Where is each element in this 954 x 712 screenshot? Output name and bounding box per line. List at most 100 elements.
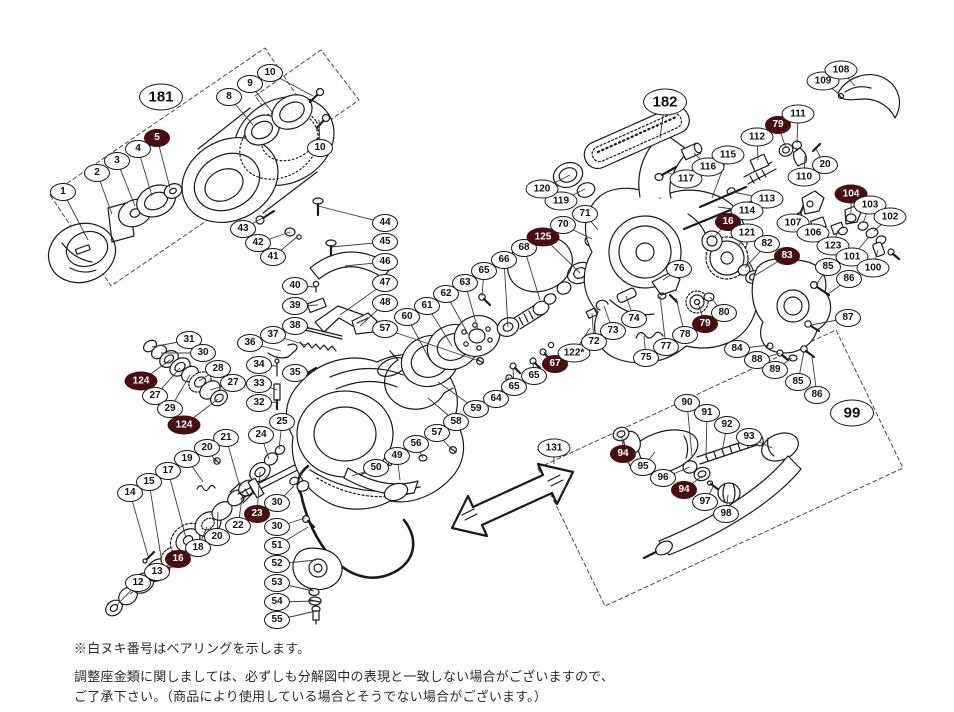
part-callout-102: 102 <box>873 207 907 227</box>
part-callout-30: 30 <box>190 344 216 362</box>
disclaimer-line-2: ご了承下さい。（商品により使用している場合とそうでない場合がございます。） <box>74 689 548 704</box>
part-callout-34: 34 <box>246 356 272 374</box>
bearing-callout-94: 94 <box>671 481 697 499</box>
part-callout-49: 49 <box>384 447 410 465</box>
part-callout-116: 116 <box>691 157 725 177</box>
part-callout-73: 73 <box>600 322 626 340</box>
part-callout-87: 87 <box>835 309 861 327</box>
part-callout-85: 85 <box>815 258 841 276</box>
part-callout-108: 108 <box>824 60 858 80</box>
part-callout-44: 44 <box>372 214 398 232</box>
part-callout-76: 76 <box>666 260 692 278</box>
part-callout-119: 119 <box>544 191 578 211</box>
part-callout-86: 86 <box>836 270 862 288</box>
part-callout-9: 9 <box>237 75 263 93</box>
part-callout-78: 78 <box>672 326 698 344</box>
part-spool-washers <box>107 183 183 243</box>
part-callout-110: 110 <box>787 167 821 187</box>
part-callout-65: 65 <box>501 378 527 396</box>
part-callout-43: 43 <box>230 220 256 238</box>
part-callout-29: 29 <box>157 400 183 418</box>
bearing-note: ※白ヌキ番号はベアリングを示します。 <box>74 641 311 656</box>
part-callout-20: 20 <box>812 156 838 174</box>
part-callout-82: 82 <box>754 235 780 253</box>
part-callout-40: 40 <box>282 277 308 295</box>
part-callout-84: 84 <box>724 340 750 358</box>
part-callout-56: 56 <box>403 435 429 453</box>
part-handle-cap <box>837 74 901 119</box>
part-callout-120: 120 <box>525 179 559 199</box>
part-callout-77: 77 <box>653 338 679 356</box>
bearing-callout-83: 83 <box>774 247 800 265</box>
part-callout-54: 54 <box>264 593 290 611</box>
part-callout-13: 13 <box>144 563 170 581</box>
part-callout-95: 95 <box>630 458 656 476</box>
part-callout-48: 48 <box>372 294 398 312</box>
part-callout-53: 53 <box>264 574 290 592</box>
part-callout-20: 20 <box>204 528 230 546</box>
part-callout-30: 30 <box>264 518 290 536</box>
part-callout-1: 1 <box>50 183 76 201</box>
part-callout-10: 10 <box>307 139 333 157</box>
part-callout-91: 91 <box>694 404 720 422</box>
part-callout-28: 28 <box>205 360 231 378</box>
part-callout-59: 59 <box>463 400 489 418</box>
part-callout-60: 60 <box>394 308 420 326</box>
part-callout-27: 27 <box>220 374 246 392</box>
part-callout-20: 20 <box>194 439 220 457</box>
part-callout-63: 63 <box>452 274 478 292</box>
part-callout-2: 2 <box>84 164 110 182</box>
part-callout-131: 131 <box>537 438 571 458</box>
part-callout-121: 121 <box>730 223 764 243</box>
bearing-callout-79: 79 <box>765 116 791 134</box>
part-callout-75: 75 <box>633 349 659 367</box>
part-callout-106: 106 <box>796 223 830 243</box>
part-callout-51: 51 <box>264 537 290 555</box>
part-callout-14: 14 <box>117 484 143 502</box>
disclaimer-line-1: 調整座金類に関しましては、必ずしも分解図中の表現と一致しない場合がございますので… <box>74 669 615 684</box>
part-callout-65: 65 <box>471 262 497 280</box>
part-callout-100: 100 <box>856 258 890 278</box>
part-callout-47: 47 <box>372 274 398 292</box>
leader-line-14 <box>129 492 149 557</box>
part-rotor <box>285 353 465 510</box>
part-callout-61: 61 <box>414 297 440 315</box>
part-callout-12: 12 <box>125 574 151 592</box>
bearing-callout-79: 79 <box>692 315 718 333</box>
part-callout-33: 33 <box>246 375 272 393</box>
part-callout-93: 93 <box>736 428 762 446</box>
bearing-callout-16: 16 <box>165 550 191 568</box>
part-callout-4: 4 <box>125 140 151 158</box>
part-callout-38: 38 <box>282 317 308 335</box>
part-callout-42: 42 <box>245 234 271 252</box>
part-callout-18: 18 <box>185 539 211 557</box>
part-callout-74: 74 <box>621 310 647 328</box>
bearing-callout-124: 124 <box>124 371 158 391</box>
leader-line-15 <box>148 481 163 564</box>
part-callout-96: 96 <box>650 469 676 487</box>
part-small-screws-center <box>418 293 555 462</box>
part-callout-66: 66 <box>491 251 517 269</box>
leader-line-57 <box>384 328 480 362</box>
part-callout-57: 57 <box>372 320 398 338</box>
part-callout-10: 10 <box>257 64 283 82</box>
part-callout-22: 22 <box>225 517 251 535</box>
part-callout-182: 182 <box>643 88 687 116</box>
part-callout-181: 181 <box>139 83 183 111</box>
part-callout-15: 15 <box>136 473 162 491</box>
part-callout-55: 55 <box>264 611 290 629</box>
part-callout-98: 98 <box>713 505 739 523</box>
part-callout-57: 57 <box>424 424 450 442</box>
bearing-callout-94: 94 <box>610 445 636 463</box>
part-callout-112: 112 <box>740 127 774 147</box>
leader-line-17 <box>167 470 187 539</box>
part-callout-17: 17 <box>155 462 181 480</box>
part-callout-50: 50 <box>363 459 389 477</box>
part-callout-46: 46 <box>372 253 398 271</box>
part-callout-62: 62 <box>433 285 459 303</box>
part-callout-90: 90 <box>674 394 700 412</box>
part-callout-27: 27 <box>142 387 168 405</box>
part-callout-117: 117 <box>669 169 703 189</box>
part-callout-30: 30 <box>264 494 290 512</box>
